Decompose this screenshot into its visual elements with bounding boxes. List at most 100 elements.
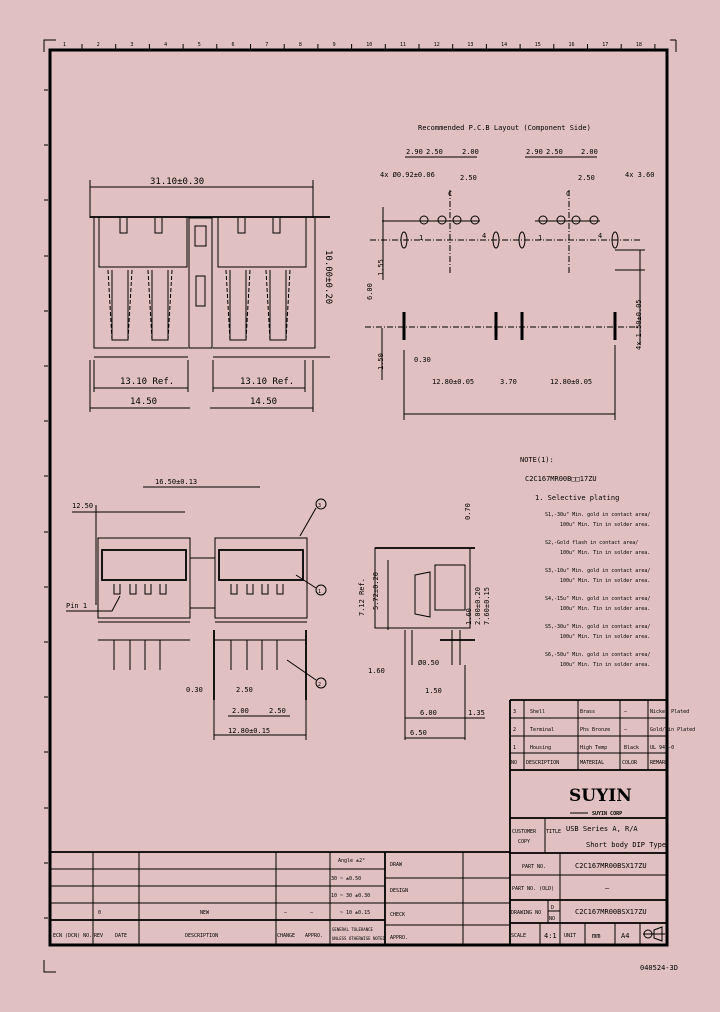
part-description: Terminal <box>530 727 554 733</box>
dim-span-gap: 3.70 <box>500 378 517 386</box>
ruler-number: 9 <box>333 42 336 48</box>
drawing-rev-sub: NO <box>549 916 555 922</box>
dim-top: 0.70 <box>464 503 472 520</box>
rear-view: 16.50±0.13 12.50 Pin 1 3 1 2 0.30 2.50 2… <box>66 478 327 740</box>
header-material: MATERIAL <box>580 760 604 766</box>
dim-pitch-b: 2.00 <box>232 707 249 715</box>
ruler-number: 6 <box>232 42 235 48</box>
pin-label: 4 <box>482 232 486 240</box>
ruler-number: 17 <box>602 42 608 48</box>
part-color: — <box>624 727 628 733</box>
title-label: TITLE <box>546 829 561 835</box>
dim-peg-spec: 4x 3.60 <box>625 171 655 179</box>
dim-half-left: 14.50 <box>130 397 157 407</box>
ruler-number: 7 <box>265 42 268 48</box>
ruler-number: 2 <box>97 42 100 48</box>
part-color: Black <box>624 745 639 751</box>
note-line-sub: 100u" Min. Tin in solder area. <box>560 550 650 556</box>
part-description: Shell <box>530 709 545 715</box>
ruler-number: 10 <box>366 42 372 48</box>
ruler-number: 4 <box>164 42 167 48</box>
notes: NOTE(1): C2C167MR00B□□17ZU 1. Selective … <box>520 456 650 668</box>
dim-w5: 6.50 <box>410 729 427 737</box>
scale-value: 4:1 <box>544 932 557 940</box>
pin1-label: Pin 1 <box>66 602 87 610</box>
dim-w2: 1.50 <box>425 687 442 695</box>
tolerance-angle: Angle ±2° <box>338 858 365 864</box>
dim-pitch-sub: 2.50 <box>578 174 595 182</box>
dim-h4: 7.60±0.15 <box>483 587 491 625</box>
ruler-number: 12 <box>434 42 440 48</box>
tolerance-10: ~ 10 ±0.15 <box>340 910 370 916</box>
dim-pitch: 2.90 <box>526 148 543 156</box>
note-line-sub: 100u" Min. Tin in solder area. <box>560 662 650 668</box>
note-line-sub: 100u" Min. Tin in solder area. <box>560 522 650 528</box>
dim-ref-left: 13.10 Ref. <box>120 377 174 387</box>
header-description: DESCRIPTION <box>185 933 218 939</box>
note-line: S5,-30u" Min. gold in contact area/ <box>545 624 650 630</box>
dim-span: 12.80±0.15 <box>228 727 270 735</box>
part-remark: Gold/Tin Plated <box>650 727 695 733</box>
scale-label: SCALE <box>511 933 526 939</box>
drawing-rev: D <box>551 905 554 911</box>
header-appro: APPRO. <box>305 933 323 939</box>
dim-row-offset-small: 1.55 <box>377 259 385 276</box>
dim-w3: 6.00 <box>420 709 437 717</box>
ruler-number: 18 <box>636 42 642 48</box>
side-view: 0.70 7.12 Ref. 5.72±0.20 1.60 2.00±0.20 … <box>358 503 491 740</box>
dim-slot: 0.30 <box>186 686 203 694</box>
customer-copy-label: COPY <box>518 839 530 845</box>
notes-heading: NOTE(1): <box>520 456 554 464</box>
callout-housing: 1 <box>318 589 321 595</box>
dim-ref-right: 13.10 Ref. <box>240 377 294 387</box>
dim-pitch-c: 2.50 <box>269 707 286 715</box>
dim-span-right: 12.80±0.05 <box>550 378 592 386</box>
ruler-number: 5 <box>198 42 201 48</box>
rev-appro: — <box>310 910 314 916</box>
part-material: Brass <box>580 709 595 715</box>
dim-w4: 1.35 <box>468 709 485 717</box>
part-color: — <box>624 709 628 715</box>
pcb-layout: Recommended P.C.B Layout (Component Side… <box>365 124 655 420</box>
ruler-number: 14 <box>501 42 507 48</box>
ruler-number: 1 <box>63 42 66 48</box>
header-date: DATE <box>115 933 127 939</box>
drawing-no: C2C167MR00BSX17ZU <box>575 908 647 916</box>
dim-span-left: 12.80±0.05 <box>432 378 474 386</box>
footer-code: 040524-3D <box>640 964 678 972</box>
note-line: S2,-Gold flash in contact area/ <box>545 540 638 546</box>
dim-hole-spec: 4x Ø0.92±0.06 <box>380 171 435 179</box>
drawing-frame <box>48 48 669 947</box>
rev-change: — <box>284 910 288 916</box>
header-description: DESCRIPTION <box>526 760 559 766</box>
ruler-number: 3 <box>130 42 133 48</box>
company-logo: SUYIN <box>569 786 632 806</box>
signoff-check: CHECK <box>390 912 405 918</box>
part-no: C2C167MR00BSX17ZU <box>575 862 647 870</box>
part-no-old-label: PART NO. (OLD) <box>512 886 554 892</box>
pin-label: 4 <box>598 232 602 240</box>
dim-pin-dia: Ø0.50 <box>418 659 439 667</box>
part-no: 2 <box>513 727 516 733</box>
ruler-number: 13 <box>467 42 473 48</box>
unit-label: UNIT <box>564 933 576 939</box>
frame-corner-marks <box>43 39 677 973</box>
dim-h1: 5.72±0.20 <box>372 572 380 610</box>
dim-offset: 12.50 <box>72 502 93 510</box>
signoff-design: DESIGN <box>390 888 408 894</box>
projection-symbol-icon <box>643 926 665 942</box>
signoff-appro: APPRO. <box>390 935 408 941</box>
rev-description: NEW <box>200 910 210 916</box>
part-material: High Temp <box>580 745 607 751</box>
dim-bottom-offset: 1.50 <box>377 353 385 370</box>
part-material: Phs Bronze <box>580 727 610 733</box>
rev-value: 0 <box>98 910 101 916</box>
pcb-holes <box>400 215 619 249</box>
dim-ref: 7.12 Ref. <box>358 578 366 616</box>
dim-pitch-sub: 2.50 <box>460 174 477 182</box>
part-no-old: — <box>605 884 610 892</box>
dim-slot-spec: 4x 1.50±0.05 <box>635 299 643 350</box>
drawing-no-label: DRAWING NO <box>511 910 541 916</box>
